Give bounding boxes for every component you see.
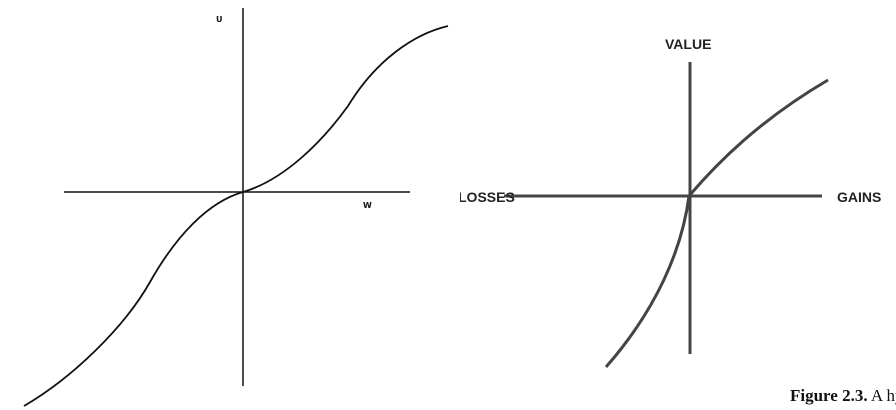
wealth-axis-label: W xyxy=(363,201,372,210)
utility-curve-svg: U W xyxy=(23,8,449,407)
figure-caption: Figure 2.3. A hypothetical value functio… xyxy=(790,386,896,406)
utility-curve xyxy=(23,25,449,407)
losses-curve xyxy=(604,195,691,368)
gains-axis-label: GAINS xyxy=(837,189,881,205)
utility-axis-label: U xyxy=(216,15,223,24)
figure-caption-prefix: Figure 2.3. xyxy=(790,386,868,405)
losses-axis-label: LOSSES xyxy=(460,189,515,205)
value-axis-label: VALUE xyxy=(665,36,711,52)
utility-curve-figure: U W xyxy=(23,8,449,407)
figure-caption-text: A hypothetical value function. xyxy=(870,386,896,405)
value-function-figure: VALUE LOSSES GAINS Figure 2.3. A hypothe… xyxy=(460,0,896,410)
value-function-svg: VALUE LOSSES GAINS xyxy=(460,36,881,368)
gains-curve xyxy=(687,78,829,197)
